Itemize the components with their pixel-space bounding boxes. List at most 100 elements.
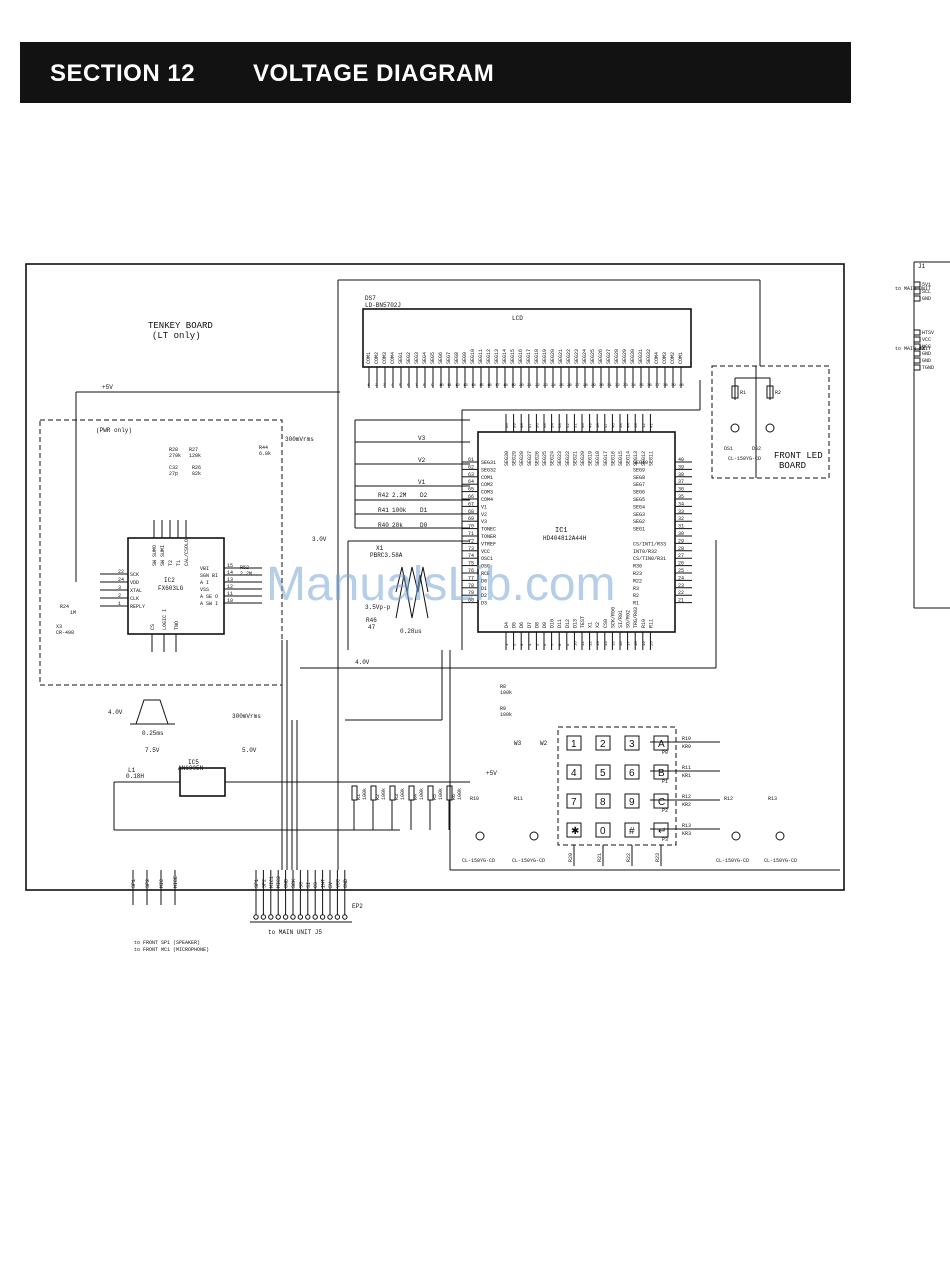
lcd-pin-label: SEG26 [598, 349, 604, 364]
ic1-pin-label: SEG3 [633, 512, 645, 518]
keypad-key [653, 735, 669, 751]
j1-pin [913, 295, 921, 302]
lcd-pin-label: SEG17 [526, 349, 532, 364]
ep2-pin-label: SCK [291, 879, 297, 888]
lcd-pin-label: COM1 [678, 352, 684, 364]
ic1-pin-number: 16 [620, 641, 624, 646]
ic1-pin-number: 60 [506, 423, 510, 428]
led-r12-label: R12 [724, 796, 733, 802]
ic2-pin-number: 12 [227, 584, 233, 590]
ic1-pin-number: 4 [529, 643, 533, 646]
lcd-pin-number: 24 [551, 384, 556, 388]
ep2-pin-label: MIC1 [269, 876, 275, 888]
ic1-pin-number: 74 [468, 553, 474, 559]
lcd-pin-label: SEG3 [414, 352, 420, 364]
v75-label: 7.5V [145, 747, 160, 754]
pullup-value: 100k [400, 788, 406, 800]
ic1-pin-label: X1 [588, 622, 594, 628]
ic1-pin-number: 78 [468, 583, 474, 589]
keypad-col-label: R20 [568, 853, 574, 862]
ep2-pin-terminal [275, 914, 281, 920]
lcd-pin-label: COM3 [662, 352, 668, 364]
keypad-key [624, 793, 640, 809]
keypad-col-label: R22 [626, 853, 632, 862]
keypad-key [653, 764, 669, 780]
lcd-pin-label: SEG22 [566, 349, 572, 364]
ep2-pin-label: 5V [328, 882, 334, 888]
ic2-pin-number: 15 [227, 563, 233, 569]
sp-pin-label: SP1 [131, 879, 137, 888]
w2-label: W2 [540, 740, 548, 747]
ic1-pin-label: SI/R01 [618, 610, 624, 628]
keypad-key [653, 793, 669, 809]
ic1-pin-label: D9 [542, 622, 548, 628]
ic2-pin-label: SCK [130, 572, 139, 578]
ic2-pin-label: VDD [130, 580, 139, 586]
lcd-pin-label: COM4 [390, 352, 396, 364]
lcd-pin-label: SEG5 [430, 352, 436, 364]
ic1-pin-number: 11 [582, 641, 586, 646]
ic1-pin-label: V1 [481, 504, 487, 510]
keypad-key-label: C [658, 797, 665, 808]
l1-value: 0.18H [126, 773, 144, 780]
lcd-pin-label: SEG16 [518, 349, 524, 364]
ic1-pin-label: COM4 [481, 497, 493, 503]
keypad-p-label: P2 [662, 808, 668, 814]
lcd-pin-label: SEG20 [550, 349, 556, 364]
r46-label: R46 [366, 617, 377, 624]
lcd-pin-number: 21 [527, 384, 532, 388]
ic1-pin-number: 19 [643, 641, 647, 646]
keypad-row-label: R11 [682, 765, 691, 771]
r41-label: R41 [378, 507, 389, 514]
ic1-pin-label: V3 [481, 519, 487, 525]
ic1-pin-label: SEG29 [512, 451, 518, 466]
keypad-p-label: P0 [662, 750, 668, 756]
r9-value: 100k [500, 712, 512, 718]
ic1-pin-label: OSC1 [481, 556, 493, 562]
pullup-value: 100k [362, 788, 368, 800]
ic1-pin-label: INT0/R32 [633, 549, 657, 555]
ic1-pin-number: 69 [468, 516, 474, 522]
lcd-pin-number: 32 [615, 384, 620, 388]
r52-label: R52 [240, 565, 249, 571]
ic1-pin-label: COM3 [481, 490, 493, 496]
ic1-pin-number: 44 [628, 423, 632, 428]
ic1-pin-label: CS/INT1/R33 [633, 541, 666, 547]
ic2-pin-label: VSS [200, 587, 209, 593]
lcd-pin-label: SEG32 [646, 349, 652, 364]
j1-pin-label: GND [922, 296, 931, 302]
ic1-pin-label: SEG32 [481, 467, 496, 473]
ic1-pin-label: TONER [481, 534, 496, 540]
keypad-key [566, 793, 582, 809]
ic1-pin-label: SEG27 [527, 451, 533, 466]
lcd-pin-number: 13 [463, 384, 468, 388]
lcd-pin-label: SEG2 [406, 352, 412, 364]
lcd-pin-label: SEG15 [510, 349, 516, 364]
lcd-pin-number: 12 [455, 384, 460, 388]
lcd-pin-label: SEG12 [486, 349, 492, 364]
ic1-pin-number: 80 [468, 598, 474, 604]
ep2-pin-label: SO [298, 882, 304, 888]
ic1-pin-number: 32 [678, 516, 684, 522]
r44-label: R44 [259, 445, 268, 451]
lcd-pin-number: 31 [607, 384, 612, 388]
sp-note-1: to FRONT SP1 (SPEAKER) [134, 940, 200, 946]
sp-pin-label: MIC [159, 879, 165, 888]
pullup-label: R1 [356, 794, 362, 800]
lcd-pin-number: 27 [575, 384, 580, 388]
r27-value: 120k [189, 453, 201, 459]
ic1-pin-number: 55 [544, 423, 548, 428]
j2-pin [913, 350, 921, 357]
ic1-pin-label: D1 [481, 586, 487, 592]
v30-label: 3.0V [312, 536, 327, 543]
v5b-label: +5V [486, 770, 497, 777]
keypad-key [566, 764, 582, 780]
ic1-pin-label: SO/R02 [626, 610, 632, 628]
d1-label: D1 [420, 507, 428, 514]
lcd-part: LD-BN5702J [365, 302, 401, 309]
ic1-pin-label: SEG23 [557, 451, 563, 466]
led-part-1: CL-150YG-CD [728, 456, 761, 462]
ic1-pin-number: 76 [468, 568, 474, 574]
